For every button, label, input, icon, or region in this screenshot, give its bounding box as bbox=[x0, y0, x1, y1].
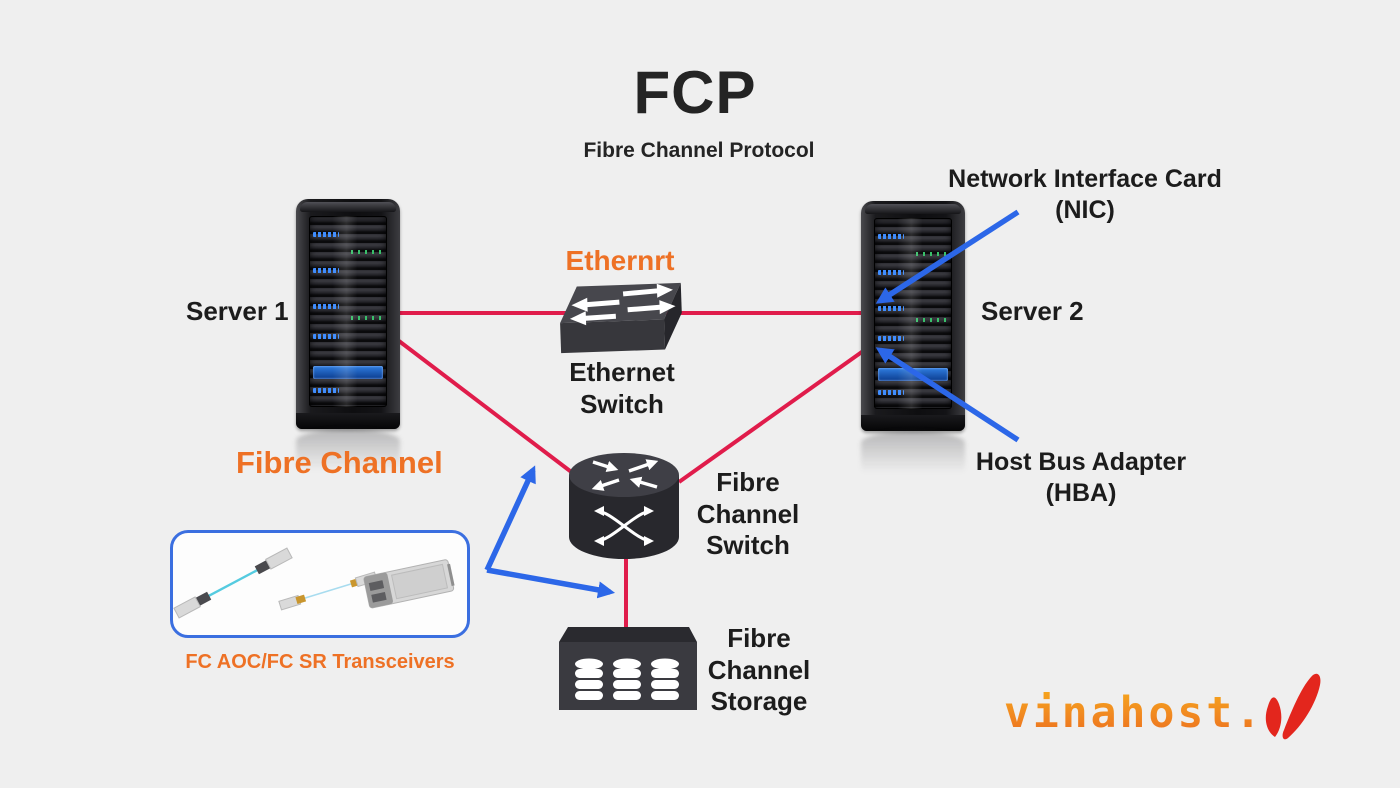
server-led-strip bbox=[313, 232, 339, 237]
server-rack-panel bbox=[874, 218, 952, 409]
page-title: FCP bbox=[633, 59, 757, 126]
ethernet-switch-label: Ethernet Switch bbox=[569, 357, 675, 419]
server-led-strip bbox=[313, 388, 339, 393]
sfp-transceiver-icon bbox=[363, 559, 455, 609]
transceivers-caption: FC AOC/FC SR Transceivers bbox=[185, 651, 455, 673]
server-rack-panel bbox=[309, 216, 387, 407]
server-base bbox=[861, 415, 965, 431]
server-reflection bbox=[296, 429, 400, 471]
fibre-channel-switch-label: Fibre Channel Switch bbox=[696, 467, 800, 561]
transceiver-arrow-down bbox=[486, 567, 616, 599]
transceiver-arrow-up bbox=[484, 465, 536, 572]
server-led-strip bbox=[878, 336, 904, 341]
fc-aoc-cable-icon bbox=[278, 571, 378, 611]
server-display-panel bbox=[878, 368, 948, 381]
vinahost-logo-text: vinahost. bbox=[1004, 688, 1264, 738]
server-led-strip bbox=[878, 306, 904, 311]
hba-label: Host Bus Adapter (HBA) bbox=[975, 448, 1187, 507]
fibre-channel-storage-icon bbox=[559, 627, 697, 710]
nic-label: Network Interface Card (NIC) bbox=[948, 165, 1222, 224]
server-led-strip bbox=[878, 270, 904, 275]
fibre-channel-switch-icon bbox=[569, 453, 679, 559]
server-led-strip bbox=[313, 304, 339, 309]
disk-cylinders-icon bbox=[575, 658, 679, 700]
server-led-strip bbox=[313, 268, 339, 273]
server-top-cap bbox=[865, 204, 961, 214]
server-led-strip bbox=[878, 234, 904, 239]
ethernet-tag-label: Ethernrt bbox=[565, 245, 675, 276]
fc-link-server2-line bbox=[677, 347, 868, 484]
fibre-channel-label: Fibre Channel bbox=[236, 445, 443, 480]
server-led-strip bbox=[916, 318, 946, 322]
page-subtitle: Fibre Channel Protocol bbox=[583, 139, 815, 162]
fibre-channel-storage-label: Fibre Channel Storage bbox=[707, 623, 811, 717]
server-display-panel bbox=[313, 366, 383, 379]
fc-aoc-cable-icon bbox=[173, 547, 293, 619]
server-led-strip bbox=[916, 252, 946, 256]
server-led-strip bbox=[313, 334, 339, 339]
server-base bbox=[296, 413, 400, 429]
ethernet-switch-icon bbox=[560, 282, 682, 354]
transceivers-box bbox=[170, 530, 470, 638]
server1-icon bbox=[296, 199, 400, 471]
server-led-strip bbox=[878, 390, 904, 395]
server1-label: Server 1 bbox=[186, 296, 289, 326]
server-led-strip bbox=[351, 250, 381, 254]
server-top-cap bbox=[300, 202, 396, 212]
server-led-strip bbox=[351, 316, 381, 320]
vinahost-logo-check-icon bbox=[1265, 673, 1321, 740]
transceiver-images bbox=[173, 547, 455, 619]
server2-icon bbox=[861, 201, 965, 473]
server2-label: Server 2 bbox=[981, 296, 1084, 326]
